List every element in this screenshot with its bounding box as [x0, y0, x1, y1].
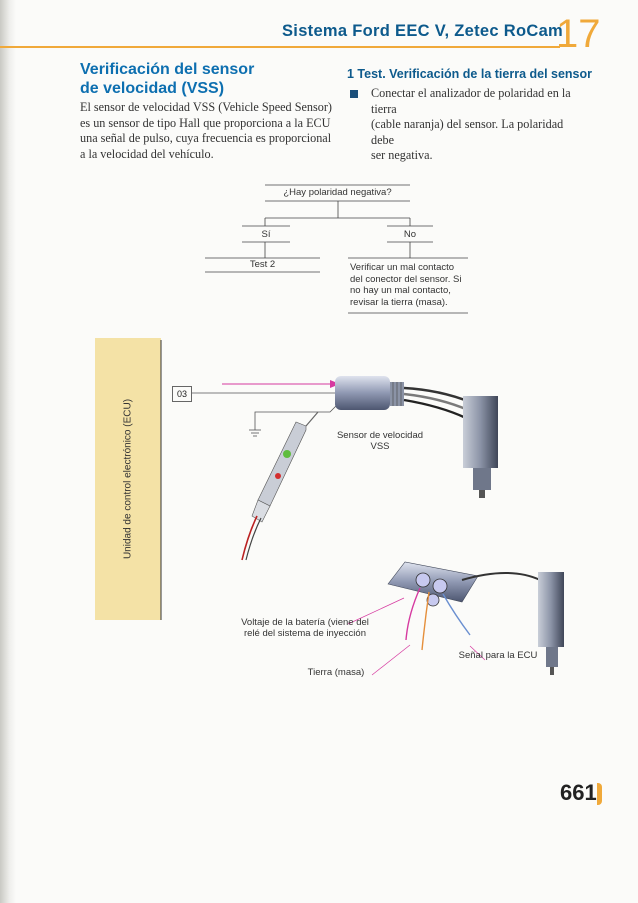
- ecu-panel: [95, 338, 161, 620]
- test-title: 1 Test. Verificación de la tierra del se…: [347, 67, 593, 81]
- flow-no: No: [403, 229, 417, 240]
- battery-voltage-label: Voltaje de la batería (viene del relé de…: [230, 617, 380, 639]
- flow-no-result-line: revisar la tierra (masa).: [350, 296, 448, 308]
- flow-no-result-line: no hay un mal contacto,: [350, 285, 451, 296]
- flow-no-result-line: del conector del sensor. Si: [350, 273, 462, 285]
- ecu-signal-label: Señal para la ECU: [458, 650, 538, 661]
- flow-no-result: Verificar un mal contacto del conector d…: [350, 262, 466, 308]
- page-tab-marker: [597, 783, 602, 805]
- body-line: a la velocidad del vehículo.: [80, 146, 214, 161]
- flow-no-result-line: Verificar un mal contacto: [350, 262, 455, 273]
- ecu-pin-03: 03: [172, 386, 192, 402]
- sensor-diagram: [160, 340, 564, 676]
- page-binding-shadow: [0, 0, 16, 903]
- polarity-probe-icon: [241, 411, 319, 561]
- section-title-line-2: de velocidad (VSS): [80, 80, 225, 97]
- section-title-line-1: Verificación del sensor: [80, 61, 255, 78]
- battery-label-line-2: relé del sistema de inyección: [244, 628, 366, 639]
- instruction-line: ser negativa.: [371, 148, 433, 163]
- battery-label-line-1: Voltaje de la batería (viene del: [241, 617, 369, 628]
- chapter-number: 17: [556, 12, 601, 56]
- sensor-label-line-1: Sensor de velocidad: [336, 430, 424, 441]
- sensor-label-line-2: VSS: [370, 441, 390, 452]
- test-instruction: Conectar el analizador de polaridad en l…: [371, 86, 579, 164]
- flow-yes: Sí: [261, 229, 271, 240]
- header-rule: [0, 46, 560, 48]
- body-line: es un sensor de tipo Hall que proporcion…: [80, 115, 331, 130]
- flowchart-lines: [205, 184, 468, 314]
- sensor-label: Sensor de velocidad VSS: [330, 430, 430, 452]
- ground-label: Tierra (masa): [307, 667, 365, 678]
- connector-icon: [335, 376, 390, 410]
- instruction-line: (cable naranja) del sensor. La polaridad…: [371, 117, 564, 147]
- sensor-icon: [463, 396, 498, 468]
- page-number: 661: [560, 780, 597, 805]
- instruction-line: Conectar el analizador de polaridad en l…: [371, 86, 571, 116]
- body-line: una señal de pulso, cuya frecuencia es p…: [80, 131, 332, 146]
- body-line: El sensor de velocidad VSS (Vehicle Spee…: [80, 100, 332, 114]
- running-header: Sistema Ford EEC V, Zetec RoCam: [282, 22, 564, 40]
- section-body: El sensor de velocidad VSS (Vehicle Spee…: [80, 100, 332, 162]
- bullet-square-icon: [350, 90, 358, 98]
- section-title: Verificación del sensor de velocidad (VS…: [80, 60, 320, 98]
- flow-yes-result: Test 2: [249, 259, 276, 270]
- connector-detail-icon: [387, 561, 564, 675]
- flow-question: ¿Hay polaridad negativa?: [283, 187, 392, 198]
